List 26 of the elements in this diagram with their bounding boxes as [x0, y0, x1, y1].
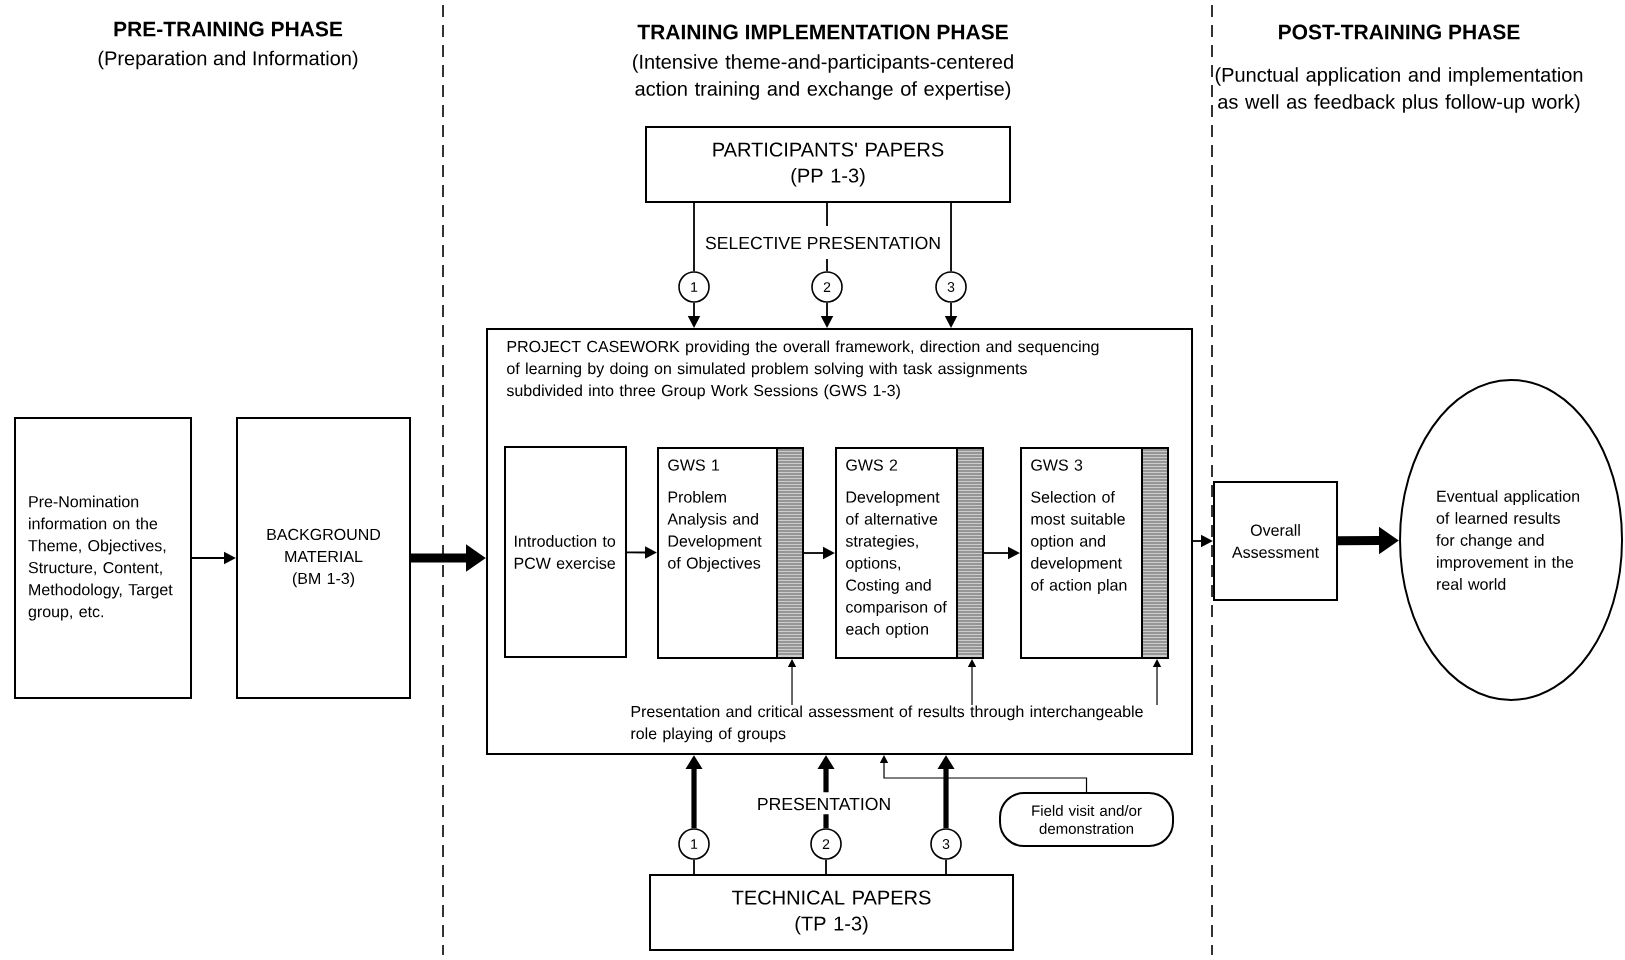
group-work-box: GWS 1 Problem Analysis and Development of Objectives — [657, 446, 804, 659]
field-visit-box: Field visit and/or demonstration — [999, 792, 1174, 847]
edge-label: PRESENTATION — [754, 795, 894, 813]
info-box: Pre-Nomination information on the Theme, Objectives, Structure, Content, Methodology, Target group, etc. — [14, 417, 192, 699]
connector-line — [950, 202, 952, 273]
phase-subtitle: (Intensive theme-and-participants-centered action training and exchange of expertise) — [633, 54, 1013, 100]
phase-subtitle: (Preparation and Information) — [98, 50, 358, 70]
group-work-box: GWS 2 Development of alternative strategies, options, Costing and comparison of each option — [835, 446, 984, 659]
phase-heading: PRE-TRAINING PHASE — [114, 21, 343, 37]
intro-box: Introduction to PCW exercise — [504, 446, 627, 658]
phase-heading: TRAINING IMPLEMENTATION PHASE — [637, 24, 1008, 40]
connector-line — [825, 858, 827, 875]
group-work-box: GWS 3 Selection of most suitable option and development of action plan — [1020, 446, 1169, 659]
papers-box: PARTICIPANTS' PAPERS (PP 1-3) — [645, 126, 1011, 203]
assessment-box: Overall Assessment — [1213, 481, 1338, 601]
material-box: BACKGROUND MATERIAL (BM 1-3) — [236, 417, 411, 699]
edge-label: SELECTIVE PRESENTATION — [703, 234, 944, 252]
assessment-note: Presentation and critical assessment of results through interchangeable role playing of groups — [631, 705, 1143, 743]
phase-heading: POST-TRAINING PHASE — [1279, 24, 1520, 40]
connector-line — [945, 858, 947, 875]
connector-line — [826, 202, 828, 273]
connector-line — [693, 202, 695, 273]
arrow — [879, 755, 1088, 793]
connector-line — [693, 858, 695, 875]
phase-subtitle: (Punctual application and implementation as well as feedback plus follow-up work) — [1215, 67, 1583, 113]
papers-box: TECHNICAL PAPERS (TP 1-3) — [649, 874, 1014, 951]
